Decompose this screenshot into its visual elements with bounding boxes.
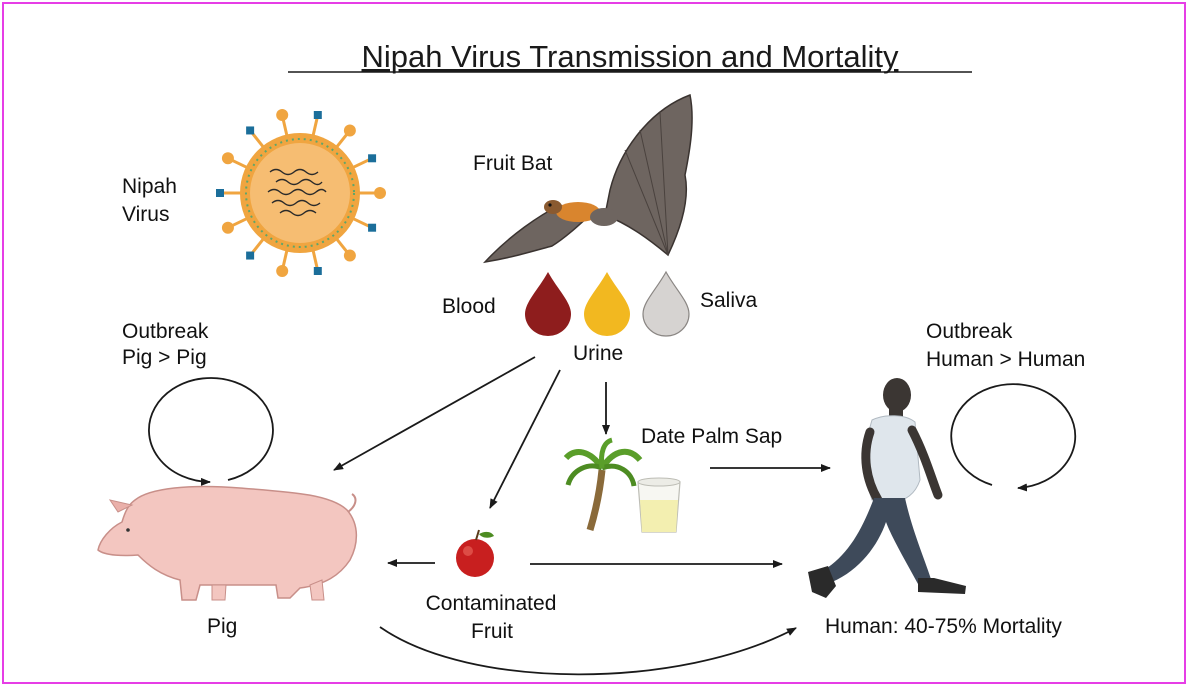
- blood-drop-icon: [525, 272, 571, 336]
- palm-tree-icon: [566, 440, 640, 530]
- virus-spike-tip: [276, 265, 288, 277]
- diagram-title: Nipah Virus Transmission and Mortality: [362, 39, 899, 74]
- virus-spike-tip: [368, 154, 376, 162]
- arrow-bat-to-pig: [334, 357, 535, 470]
- saliva-drop-icon: [643, 272, 689, 336]
- pig-icon: [98, 487, 356, 601]
- fruit-label-line2: Fruit: [471, 620, 513, 643]
- virus-spike-tip: [222, 152, 234, 164]
- date-palm-sap-label: Date Palm Sap: [641, 425, 782, 448]
- virus-spike-tip: [344, 124, 356, 136]
- virus-spike-tip: [216, 189, 224, 197]
- saliva-label: Saliva: [700, 289, 758, 312]
- arrow-pig-to-human: [380, 627, 796, 674]
- pig-outbreak-cycle-arrow: [149, 378, 273, 482]
- virus-spike-tip: [276, 109, 288, 121]
- virus-spike-tip: [368, 224, 376, 232]
- human-outbreak-cycle-arrow: [951, 384, 1075, 488]
- fruit-label-line1: Contaminated: [426, 592, 557, 615]
- human-mortality-label: Human: 40-75% Mortality: [825, 615, 1062, 638]
- virus-spike-tip: [374, 187, 386, 199]
- bat-label: Fruit Bat: [473, 152, 553, 175]
- virus-spike-tip: [222, 222, 234, 234]
- virus-spike-tip: [246, 252, 254, 260]
- pig-label: Pig: [207, 615, 237, 638]
- pig-outbreak-label-line1: Outbreak: [122, 320, 209, 343]
- human-outbreak-label-line2: Human > Human: [926, 348, 1085, 371]
- virus-spike-tip: [314, 267, 322, 275]
- blood-label: Blood: [442, 295, 496, 318]
- fruit-bat-icon: [485, 95, 692, 262]
- urine-label: Urine: [573, 342, 623, 365]
- urine-drop-icon: [584, 272, 630, 336]
- virus-spike-tip: [246, 126, 254, 134]
- virus-spike-tip: [314, 111, 322, 119]
- virus-label-line2: Virus: [122, 203, 169, 226]
- virus-icon: [216, 109, 386, 277]
- pig-outbreak-label-line2: Pig > Pig: [122, 346, 207, 369]
- human-icon: [808, 378, 966, 598]
- arrow-bat-to-fruit: [490, 370, 560, 508]
- apple-icon: [456, 530, 494, 577]
- virus-label-line1: Nipah: [122, 175, 177, 198]
- virus-spike-tip: [344, 250, 356, 262]
- sap-cup-icon: [638, 478, 680, 532]
- human-outbreak-label-line1: Outbreak: [926, 320, 1013, 343]
